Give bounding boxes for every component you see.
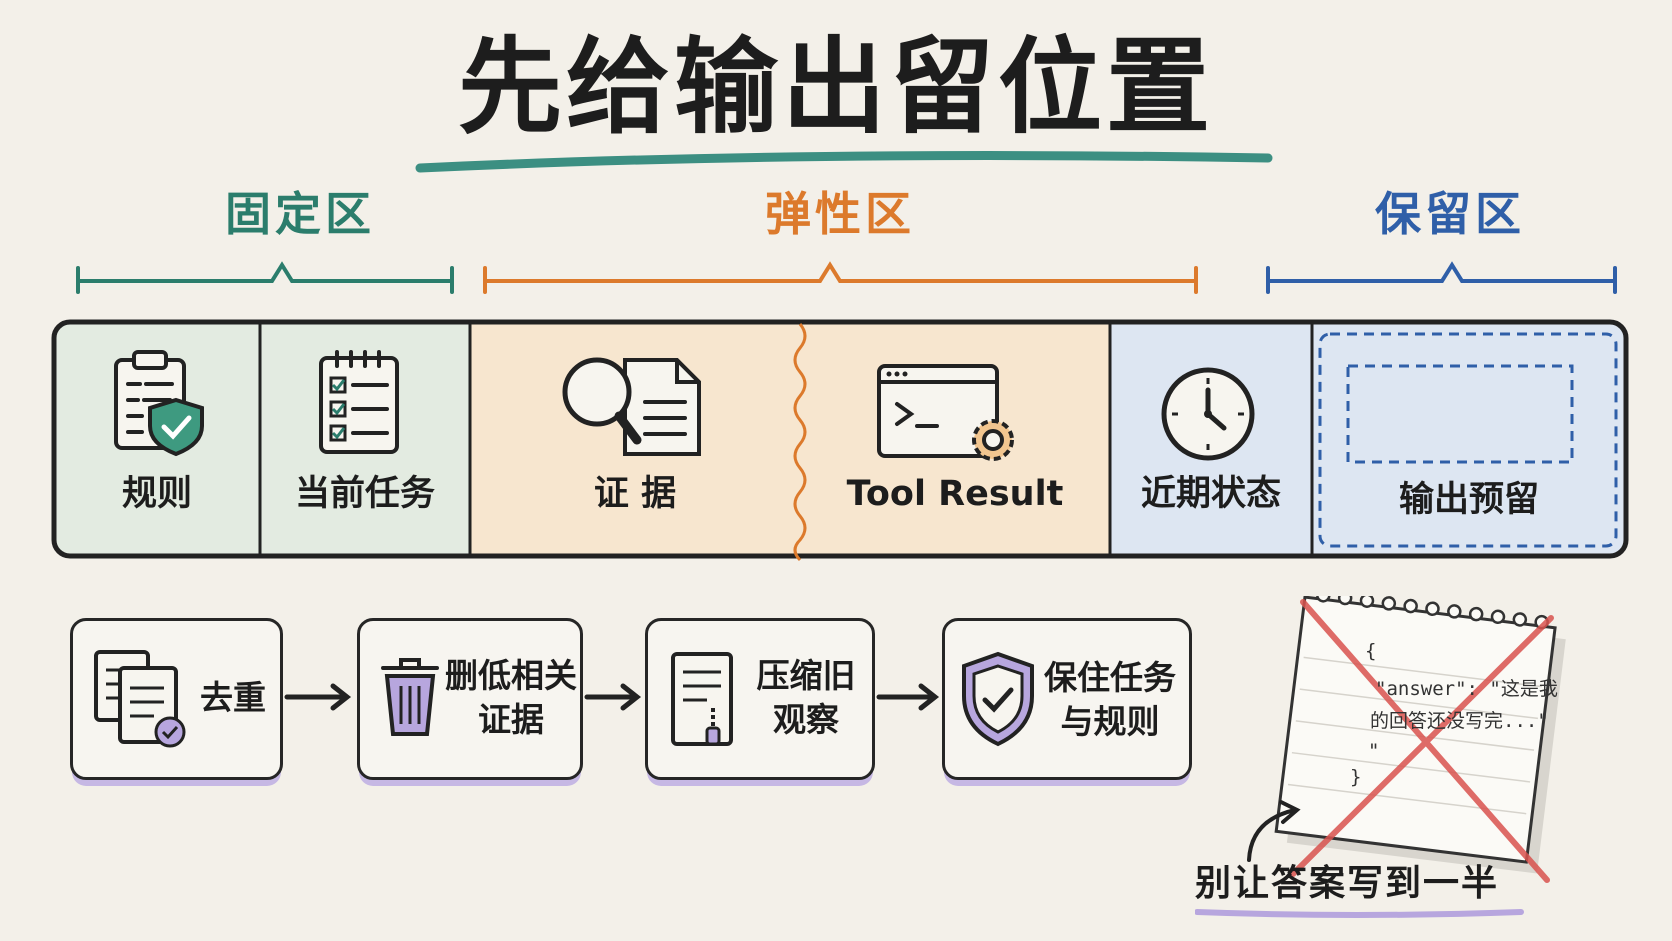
- arrow-3: [876, 683, 940, 711]
- bracket-elastic: [483, 261, 1198, 294]
- zipped-doc-icon: [671, 652, 733, 746]
- zone-label-elastic: 弹性区: [765, 187, 915, 241]
- terminal-gear-icon: [877, 364, 1014, 461]
- segment-label-evidence: 证 据: [593, 474, 677, 514]
- segment-label-recent-state: 近期状态: [1140, 474, 1281, 514]
- step-dedupe-label: 去重: [200, 678, 266, 717]
- step-drop-label-line1: 删低相关: [445, 656, 577, 695]
- note-line-2: 的回答还没写完...": [1370, 710, 1549, 732]
- caption-underline: [1195, 909, 1524, 918]
- page-title: 先给输出留位置: [457, 26, 1214, 148]
- zone-label-reserved: 保留区: [1375, 187, 1525, 241]
- clock-icon: [1161, 367, 1255, 461]
- zone-label-fixed: 固定区: [225, 187, 375, 241]
- step-drop-label-line2: 证据: [478, 700, 544, 739]
- duplicate-docs-icon: [94, 650, 186, 748]
- shield-check-icon: [962, 651, 1034, 747]
- arrow-1: [284, 683, 352, 711]
- segment-label-tool-result: Tool Result: [846, 474, 1064, 514]
- caption: 别让答案写到一半: [1195, 863, 1500, 904]
- caption-curved-arrow: [1247, 800, 1301, 862]
- step-compress-label-line2: 观察: [773, 700, 839, 739]
- dashed-placeholder-icon: [1318, 332, 1618, 548]
- note-line-3: ": [1368, 740, 1380, 762]
- segment-label-output-reserve: 输出预留: [1398, 480, 1539, 520]
- checklist-icon: [319, 350, 399, 454]
- step-keep-label-line2: 与规则: [1060, 702, 1160, 741]
- trash-icon: [381, 658, 439, 736]
- step-compress-label-line1: 压缩旧: [756, 656, 856, 695]
- note-open-brace: {: [1365, 640, 1377, 662]
- arrow-2: [584, 683, 642, 711]
- segment-label-current-task: 当前任务: [294, 474, 435, 514]
- bracket-fixed: [76, 261, 454, 294]
- note-line-1: "answer": "这是我: [1375, 678, 1558, 700]
- crossed-note-icon: [1274, 596, 1566, 883]
- step-keep-label-line1: 保住任务: [1044, 658, 1176, 697]
- segment-label-rules: 规则: [121, 474, 192, 514]
- clipboard-shield-icon: [114, 350, 204, 457]
- bracket-reserved: [1266, 261, 1617, 294]
- magnifier-document-icon: [562, 357, 701, 456]
- note-close-brace: }: [1350, 766, 1362, 788]
